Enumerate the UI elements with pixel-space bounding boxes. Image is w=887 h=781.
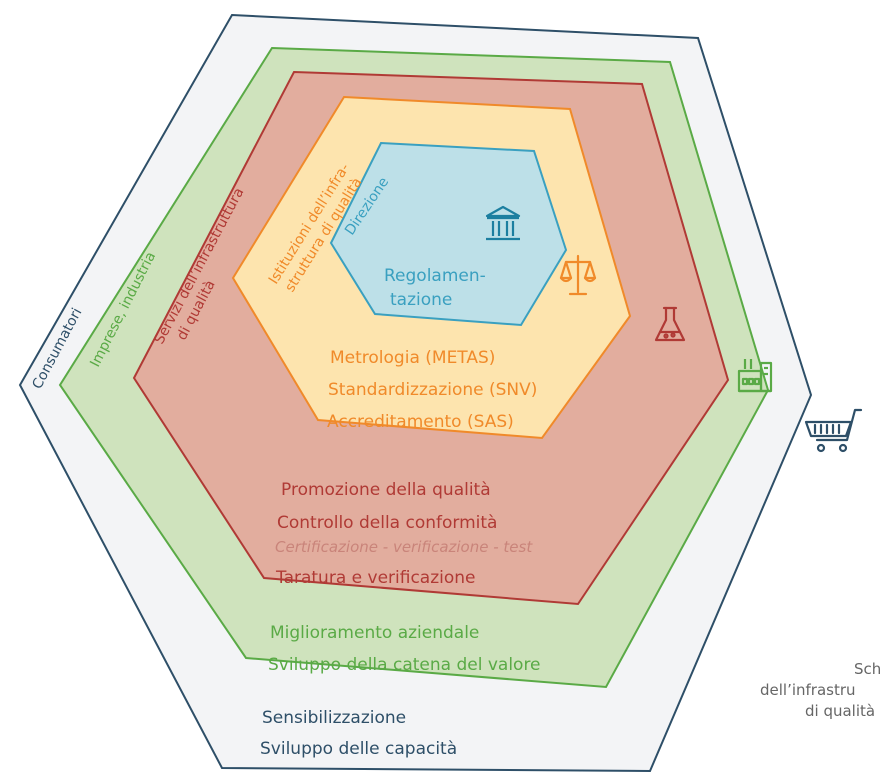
institutions-item-metrology: Metrologia (METAS) bbox=[330, 348, 495, 368]
services-item-quality-promotion: Promozione della qualità bbox=[281, 480, 491, 500]
direction-label-line2: tazione bbox=[390, 290, 452, 310]
institutions-item-standardization: Standardizzazione (SNV) bbox=[328, 380, 537, 400]
caption-line2: dell’infrastru bbox=[760, 681, 856, 699]
services-subitem: Certificazione - verificazione - test bbox=[275, 538, 533, 556]
business-item-value-chain: Sviluppo della catena del valore bbox=[268, 655, 541, 675]
caption-line1: Sch bbox=[854, 660, 881, 678]
hexagon-direction bbox=[329, 141, 568, 327]
consumers-item-capacity: Sviluppo delle capacità bbox=[260, 739, 457, 759]
services-item-calibration: Taratura e verificazione bbox=[275, 568, 476, 588]
institutions-item-accreditation: Accreditamento (SAS) bbox=[327, 412, 514, 432]
caption-line3: di qualità bbox=[805, 702, 875, 720]
scales-icon bbox=[559, 254, 597, 296]
factory-icon bbox=[737, 359, 773, 393]
government-building-icon bbox=[485, 205, 521, 241]
services-item-conformity-control: Controllo della conformità bbox=[277, 513, 497, 533]
consumers-item-awareness: Sensibilizzazione bbox=[262, 708, 406, 728]
shopping-cart-icon bbox=[804, 408, 863, 453]
flask-icon bbox=[654, 306, 686, 342]
direction-label-line1: Regolamen- bbox=[384, 266, 486, 286]
business-item-improvement: Miglioramento aziendale bbox=[270, 623, 479, 643]
